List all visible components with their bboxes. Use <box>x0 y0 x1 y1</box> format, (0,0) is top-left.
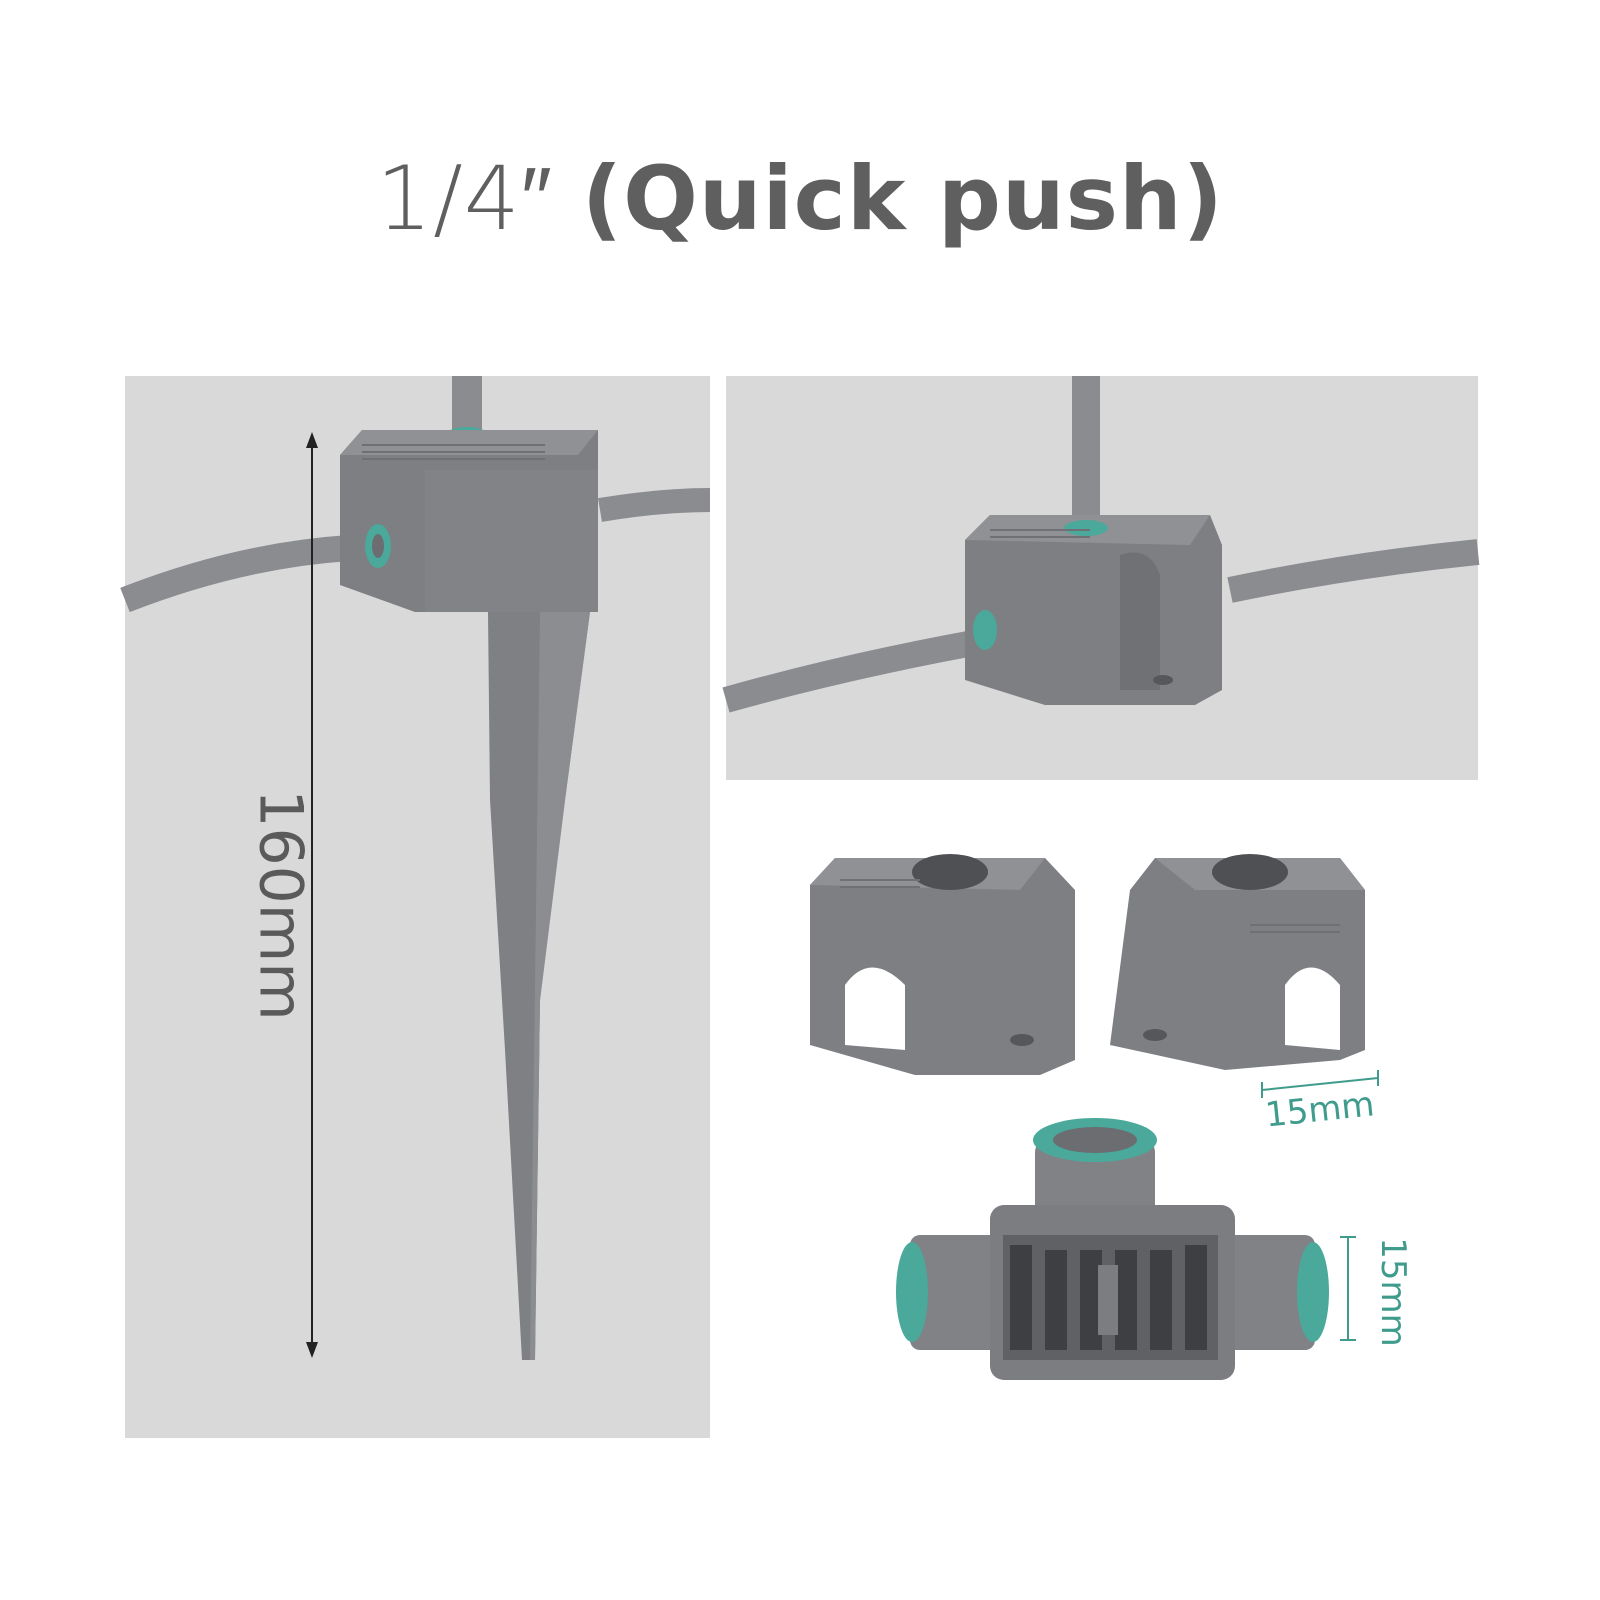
clip-width-dimension-arrow <box>1261 1070 1379 1098</box>
connector-height-label: 15mm <box>1372 1237 1413 1347</box>
stake-illustration <box>120 376 711 1360</box>
stake-dimension-arrow <box>306 432 318 1358</box>
connector-height-dimension-arrow <box>1340 1236 1356 1341</box>
stake-height-label: 160mm <box>245 789 316 1021</box>
clip-right <box>1110 854 1365 1070</box>
clip-left <box>810 854 1075 1075</box>
title-size: 1/4″ <box>376 147 553 250</box>
clip-on-tube-illustration <box>722 376 1480 713</box>
page-title: 1/4″ (Quick push) <box>0 155 1600 243</box>
title-type: (Quick push) <box>581 147 1224 250</box>
tee-connector <box>896 1118 1329 1380</box>
